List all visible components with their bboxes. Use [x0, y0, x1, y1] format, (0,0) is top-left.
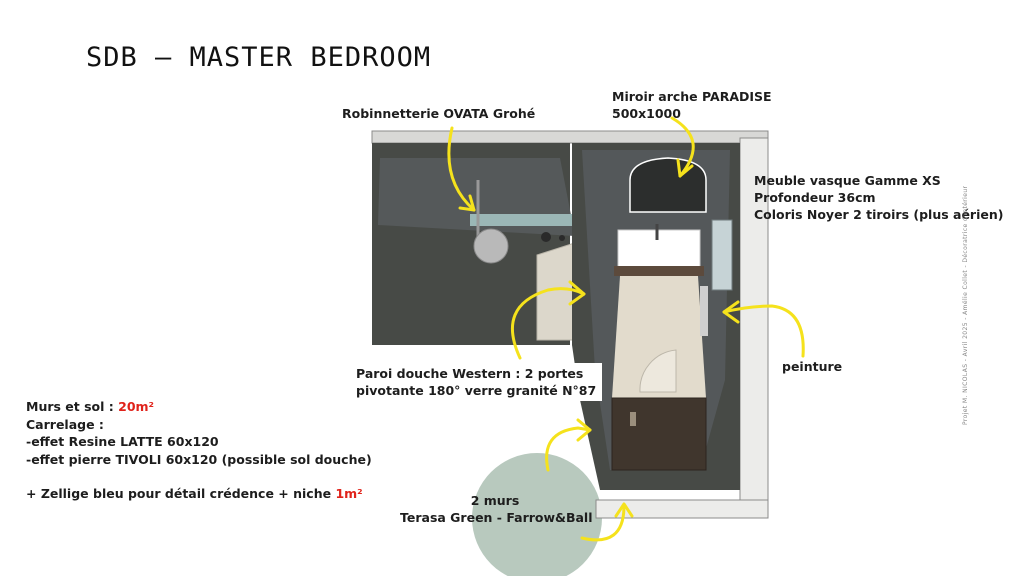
label-miroir-line1: Miroir arche PARADISE [612, 89, 772, 104]
arrow-icon [614, 502, 634, 518]
credit-vertical: Projet M. NICOLAS - Avril 2025 - Amélie … [962, 160, 976, 425]
zellige-niche [470, 214, 582, 226]
window [711, 219, 733, 291]
shower-head [473, 228, 509, 264]
materials-line4: -effet pierre TIVOLI 60x120 (possible so… [26, 451, 372, 467]
materials-spacer [26, 468, 372, 485]
label-peinture: peinture [779, 358, 846, 375]
label-robinetterie: Robinnetterie OVATA Grohé [339, 105, 539, 122]
arrow-icon [670, 116, 695, 178]
arrow-icon [722, 304, 805, 358]
label-miroir-line2: 500x1000 [612, 106, 681, 121]
door-swing [639, 349, 677, 393]
materials-zellige-value: 1m² [335, 486, 363, 501]
mixer-valve-2 [559, 235, 565, 241]
materials-line5: + Zellige bleu pour détail crédence + ni… [26, 485, 372, 503]
arrow-icon [722, 300, 740, 324]
label-meuble: Meuble vasque Gamme XS Profondeur 36cm C… [754, 172, 1003, 223]
bathroom-floor [612, 276, 706, 398]
label-miroir: Miroir arche PARADISE 500x1000 [612, 88, 772, 122]
label-meuble-line3: Coloris Noyer 2 tiroirs (plus aérien) [754, 207, 1004, 222]
label-meuble-line2: Profondeur 36cm [754, 190, 876, 205]
label-murs-line2: Terasa Green - Farrow&Ball [400, 510, 593, 525]
materials-line2: Carrelage : [26, 416, 104, 432]
arrow-icon [576, 418, 592, 442]
label-paroi-line1: Paroi douche Western : 2 portes [356, 366, 584, 381]
arrow-icon [580, 504, 626, 542]
towel-radiator [700, 286, 708, 336]
wood-floor [611, 397, 707, 471]
arrow-icon [458, 194, 476, 212]
floor-drain [630, 412, 636, 426]
page-title: SDB – MASTER BEDROOM [86, 42, 432, 73]
right-wall [739, 137, 769, 519]
mixer-valve [541, 232, 551, 242]
paint-swatch-circle [472, 453, 602, 576]
materials-line5-prefix: + Zellige bleu pour détail crédence + ni… [26, 486, 336, 501]
label-paroi-line2: pivotante 180° verre granité N°87 [356, 383, 597, 398]
materials-line1-prefix: Murs et sol : [26, 399, 119, 414]
credit-text: Projet M. NICOLAS - Avril 2025 - Amélie … [962, 185, 969, 425]
label-murs: 2 murs Terasa Green - Farrow&Ball [400, 492, 593, 526]
materials-block: Murs et sol : 20m² Carrelage : -effet Re… [26, 398, 372, 503]
arrow-icon [676, 158, 694, 178]
label-meuble-line1: Meuble vasque Gamme XS [754, 173, 941, 188]
arrow-icon [568, 280, 586, 306]
vanity-cabinet [614, 266, 704, 276]
arrow-icon [510, 287, 586, 360]
materials-line1: Murs et sol : 20m² [26, 398, 372, 416]
arrow-icon [545, 426, 592, 472]
materials-surface-value: 20m² [118, 399, 155, 414]
label-murs-line1: 2 murs [470, 493, 520, 508]
arrow-icon [447, 126, 476, 212]
bottom-wall [595, 499, 769, 519]
label-paroi: Paroi douche Western : 2 portes pivotant… [350, 363, 603, 401]
materials-line3: -effet Resine LATTE 60x120 [26, 434, 219, 449]
